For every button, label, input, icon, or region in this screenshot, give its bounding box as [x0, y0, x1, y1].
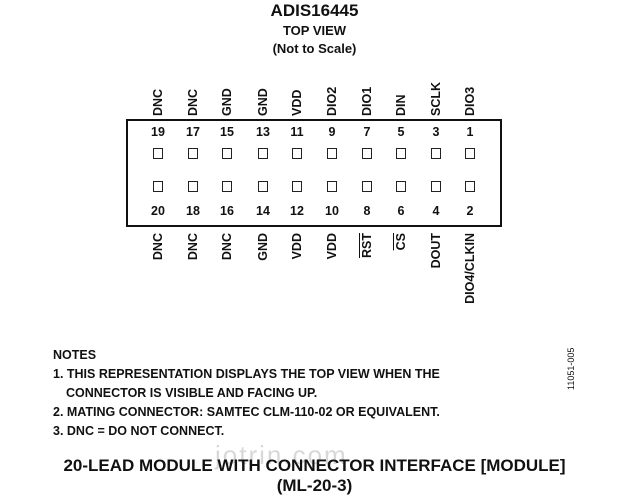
- pin-number-6: 6: [397, 204, 405, 218]
- pin-9: [327, 148, 337, 159]
- pin-number-3: 3: [432, 125, 440, 139]
- pin-18: [188, 181, 198, 192]
- caption-title: 20-LEAD MODULE WITH CONNECTOR INTERFACE …: [63, 456, 566, 475]
- pin-7: [362, 148, 372, 159]
- pin-number-8: 8: [363, 204, 371, 218]
- pin-number-12: 12: [290, 204, 304, 218]
- pin-number-13: 13: [256, 125, 270, 139]
- pin-number-11: 11: [290, 125, 304, 139]
- pin-6: [396, 181, 406, 192]
- scale-note: (Not to Scale): [272, 41, 357, 56]
- pin-16: [222, 181, 232, 192]
- pin-label-13: GND: [256, 88, 270, 116]
- pin-label-19: DNC: [151, 88, 165, 116]
- connector-outline: [126, 119, 502, 227]
- pin-label-7: DIO1: [360, 86, 374, 116]
- pin-17: [188, 148, 198, 159]
- pin-20: [153, 181, 163, 192]
- pin-label-12: VDD: [290, 233, 304, 260]
- pin-1: [465, 148, 475, 159]
- pin-label-11: VDD: [290, 89, 304, 116]
- pin-label-8: RST: [360, 233, 374, 258]
- pin-8: [362, 181, 372, 192]
- watermark: jotrin.com: [215, 440, 348, 470]
- note-1b: CONNECTOR IS VISIBLE AND FACING UP.: [66, 386, 318, 400]
- pin-15: [222, 148, 232, 159]
- pin-label-16: DNC: [220, 233, 234, 261]
- pin-number-7: 7: [363, 125, 371, 139]
- pin-label-15: GND: [220, 88, 234, 116]
- pin-label-9: DIO2: [325, 86, 339, 116]
- notes-heading: NOTES: [53, 348, 97, 362]
- pin-label-3: SCLK: [429, 81, 443, 116]
- pin-11: [292, 148, 302, 159]
- pin-number-15: 15: [220, 125, 234, 139]
- pin-number-18: 18: [186, 204, 200, 218]
- pin-2: [465, 181, 475, 192]
- pin-label-5: DIN: [394, 94, 408, 116]
- pin-13: [258, 148, 268, 159]
- pin-label-1: DIO3: [463, 86, 477, 116]
- pin-number-20: 20: [151, 204, 165, 218]
- pin-5: [396, 148, 406, 159]
- pin-12: [292, 181, 302, 192]
- device-name: ADIS16445: [270, 1, 359, 20]
- pin-number-14: 14: [256, 204, 270, 218]
- pin-number-5: 5: [397, 125, 405, 139]
- pin-number-1: 1: [466, 125, 474, 139]
- pin-label-2: DIO4/CLKIN: [463, 233, 477, 304]
- pin-label-20: DNC: [151, 233, 165, 261]
- pin-14: [258, 181, 268, 192]
- note-3: 3. DNC = DO NOT CONNECT.: [53, 424, 225, 438]
- note-1a: 1. THIS REPRESENTATION DISPLAYS THE TOP …: [53, 367, 440, 381]
- pin-label-17: DNC: [186, 88, 200, 116]
- pin-4: [431, 181, 441, 192]
- pin-number-9: 9: [328, 125, 336, 139]
- pin-19: [153, 148, 163, 159]
- pin-number-17: 17: [186, 125, 200, 139]
- pin-label-14: GND: [256, 233, 270, 261]
- pin-number-16: 16: [220, 204, 234, 218]
- view-label: TOP VIEW: [282, 23, 347, 38]
- notes-block: NOTES 1. THIS REPRESENTATION DISPLAYS TH…: [53, 346, 440, 441]
- pin-number-2: 2: [466, 204, 474, 218]
- figure-id: 11051-005: [566, 347, 576, 390]
- note-2: 2. MATING CONNECTOR: SAMTEC CLM-110-02 O…: [53, 405, 440, 419]
- pin-number-19: 19: [151, 125, 165, 139]
- pin-10: [327, 181, 337, 192]
- pin-label-6: CS: [394, 233, 408, 251]
- pin-number-10: 10: [325, 204, 339, 218]
- pin-label-10: VDD: [325, 233, 339, 260]
- pin-label-18: DNC: [186, 233, 200, 261]
- pin-label-4: DOUT: [429, 233, 443, 269]
- caption-package: (ML-20-3): [276, 476, 353, 495]
- pin-3: [431, 148, 441, 159]
- pin-number-4: 4: [432, 204, 440, 218]
